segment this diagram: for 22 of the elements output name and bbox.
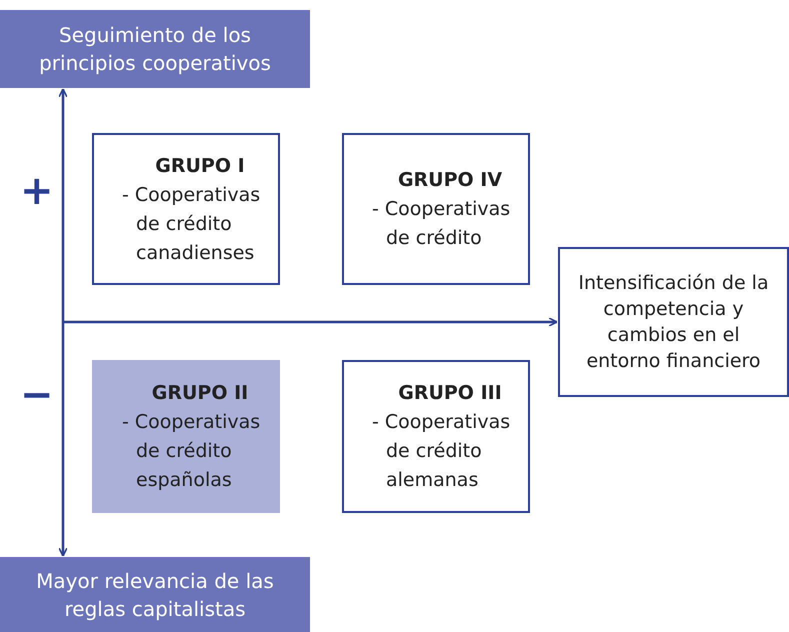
axis-label: Seguimiento de los principios cooperativos — [38, 22, 272, 77]
group-title: GRUPO I — [155, 154, 245, 178]
axis-label: Mayor relevancia de las reglas capitalistas — [35, 568, 275, 622]
quadrant-box — [342, 360, 530, 513]
group-description: - Cooperativas de crédito alemanas — [372, 410, 512, 493]
group-title: GRUPO IV — [398, 168, 502, 193]
quadrant-box — [342, 133, 530, 285]
quadrant-box — [92, 360, 280, 513]
group-title: GRUPO III — [398, 381, 502, 406]
arrow — [58, 88, 68, 557]
quadrant-box — [92, 133, 280, 285]
group-description: - Cooperativas de crédito — [372, 197, 512, 251]
group-description: - Cooperativas de crédito canadienses — [122, 182, 262, 266]
arrow — [63, 317, 558, 327]
axis-end-box — [0, 10, 310, 88]
group-title: GRUPO II — [152, 381, 248, 406]
sign-label: + — [20, 168, 54, 214]
sign-label: − — [20, 372, 54, 418]
axis-end-box — [558, 247, 789, 397]
group-description: - Cooperativas de crédito españolas — [122, 410, 262, 493]
axis-label: Intensificación de la competencia y cambios en el entorno financiero — [577, 271, 770, 374]
axis-end-box — [0, 557, 310, 632]
